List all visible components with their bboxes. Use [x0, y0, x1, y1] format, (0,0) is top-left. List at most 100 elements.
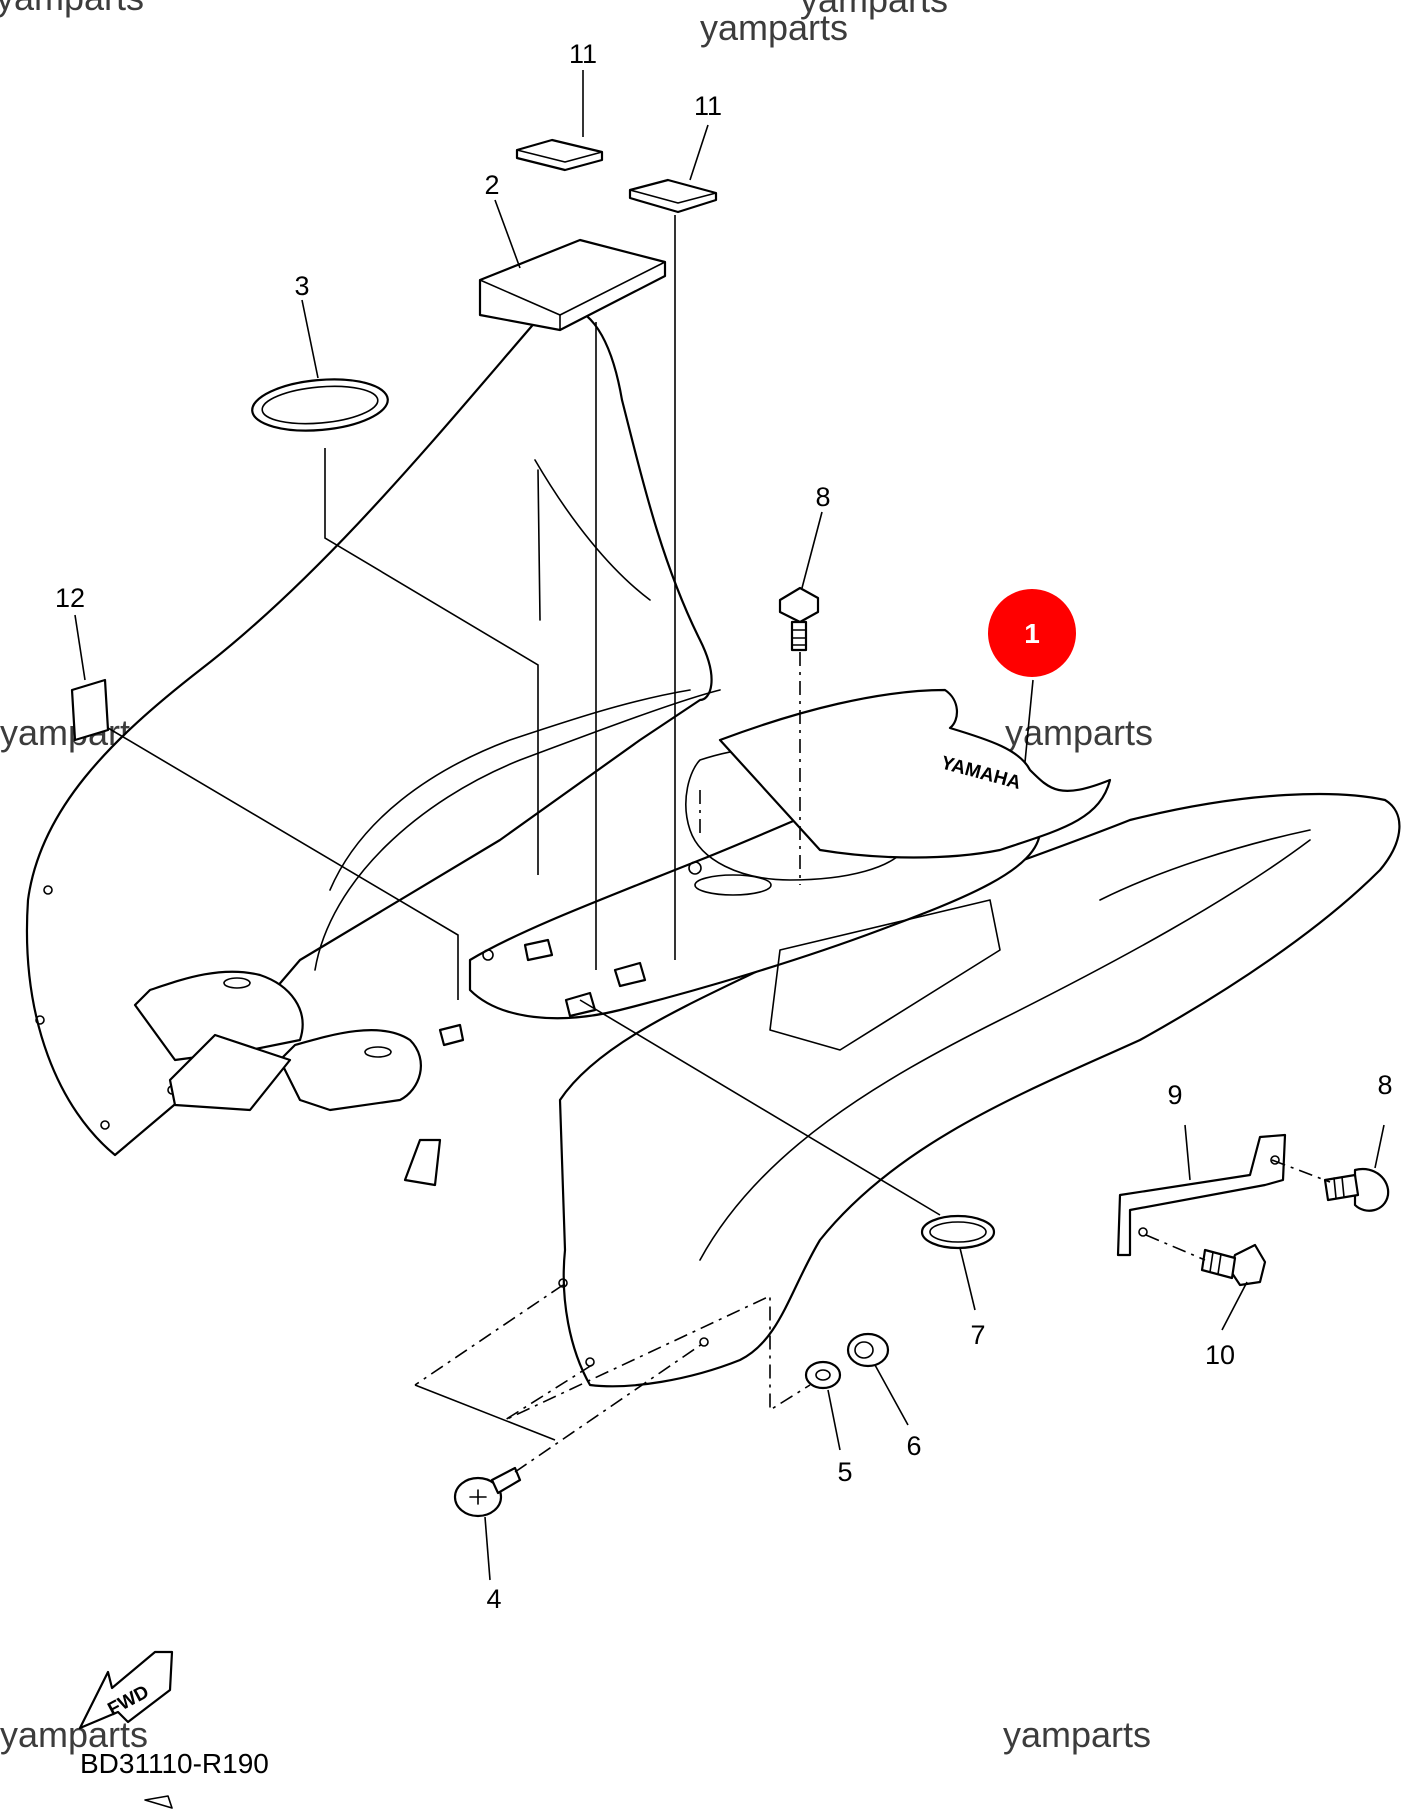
grommet-part-7: [920, 1214, 996, 1250]
small-pad-edge: [516, 149, 603, 163]
watermark: yamparts: [0, 1714, 148, 1755]
washer-part-5: [804, 1360, 842, 1390]
grommet-part-3: [251, 378, 389, 432]
callout-11: 11: [569, 39, 597, 69]
callouts: 11 11 2 3 12 8 8 9 10 7 6 5 4: [55, 39, 1393, 1614]
corner-mark: [144, 1795, 173, 1809]
callout-9: 9: [1167, 1080, 1182, 1110]
bolt-head: [778, 586, 820, 624]
washer-hole: [815, 1369, 831, 1381]
install-line-dashed: [514, 1341, 706, 1473]
tab-hole: [223, 977, 251, 989]
callout-6: 6: [906, 1431, 921, 1461]
grommet-inner: [261, 385, 379, 425]
bolt-shank: [790, 620, 808, 652]
callout-10: 10: [1205, 1340, 1235, 1370]
washer: [804, 1360, 842, 1390]
leader-line: [959, 1247, 976, 1311]
side-panel-crease: [314, 689, 721, 971]
recess-opening: [694, 874, 772, 896]
install-line-dashed: [1145, 1234, 1206, 1261]
callout-3: 3: [294, 271, 309, 301]
install-line: [107, 727, 459, 1000]
collar-part-6: [846, 1332, 890, 1368]
tape-part-12: [70, 678, 110, 742]
grommet-outer: [251, 378, 389, 432]
rear-cowl-part-1: YAMAHA: [25, 303, 1401, 1388]
clip: [523, 938, 554, 962]
collar-hole: [854, 1341, 874, 1359]
fwd-arrow: FWD: [78, 1650, 174, 1730]
grommet-inner: [929, 1221, 987, 1243]
pad-part-2: [478, 238, 667, 332]
bolt-thread: [1209, 1251, 1222, 1275]
highlight-badge[interactable]: 1: [988, 589, 1076, 677]
leader-line: [1374, 1124, 1385, 1169]
lower-tab: [403, 1138, 442, 1187]
bracket-hole: [1138, 1227, 1148, 1237]
mount-hole: [100, 1120, 110, 1130]
leader-line: [1221, 1281, 1248, 1331]
watermark: yamparts: [700, 7, 848, 48]
install-line-dashed: [414, 1284, 564, 1386]
bracket: [1116, 1133, 1287, 1257]
tail-tip: [718, 688, 1112, 859]
install-line: [579, 999, 941, 1216]
leader-line: [494, 199, 521, 269]
install-line-dashed: [504, 1294, 811, 1421]
leader-line: [301, 299, 319, 379]
install-line: [324, 448, 539, 875]
watermark: yamparts: [800, 0, 948, 20]
front-tab: [133, 970, 304, 1062]
leader-line: [801, 511, 823, 589]
watermark: yamparts: [0, 0, 144, 18]
bracket-hole: [1270, 1155, 1280, 1165]
tail-crease: [1099, 829, 1311, 901]
callout-7: 7: [970, 1320, 985, 1350]
clip-hole: [688, 861, 702, 875]
leader-line: [1184, 1124, 1191, 1181]
small-pad: [628, 178, 718, 214]
front-tab: [278, 1029, 422, 1112]
install-line-dashed: [1271, 1159, 1331, 1183]
tab-hole: [364, 1046, 392, 1058]
bracket-part-9: [1116, 1133, 1287, 1257]
side-panel-crease: [534, 459, 651, 601]
leader-lines: [74, 70, 1385, 1581]
grommet-outer: [920, 1214, 996, 1250]
side-panel-crease: [329, 689, 691, 891]
callout-4: 4: [486, 1584, 501, 1614]
callout-8: 8: [815, 482, 830, 512]
bolt-part-8-right: [1323, 1167, 1390, 1212]
watermark: yamparts: [1003, 1714, 1151, 1755]
bolt-part-8-top: [778, 586, 820, 652]
mount-hole: [558, 1278, 568, 1288]
leader-line: [1024, 679, 1034, 763]
leader-line: [484, 1516, 491, 1581]
small-pad: [515, 138, 604, 172]
tail-crease: [699, 839, 1311, 1261]
left-side-panel: [25, 303, 713, 1157]
tape: [70, 678, 110, 742]
bolt-head: [1228, 1243, 1267, 1287]
fwd-arrow-shape: [78, 1650, 174, 1730]
callout-5: 5: [837, 1457, 852, 1487]
clip: [438, 1023, 465, 1047]
callout-12: 12: [55, 583, 85, 613]
highlight-circle[interactable]: [988, 589, 1076, 677]
install-line: [414, 1384, 556, 1441]
bolt-thread: [1333, 1176, 1345, 1199]
callout-11: 11: [694, 91, 722, 121]
mount-hole: [43, 885, 53, 895]
front-tab: [168, 1033, 292, 1112]
highlight-label: 1: [1024, 618, 1040, 649]
leader-line: [689, 124, 709, 181]
leader-line: [874, 1364, 909, 1426]
side-panel-crease: [537, 469, 541, 621]
pad: [478, 238, 667, 332]
bolt-thread: [791, 629, 807, 646]
screw-cross: [469, 1489, 487, 1505]
small-pad-edge: [629, 189, 717, 204]
clip: [564, 991, 597, 1018]
